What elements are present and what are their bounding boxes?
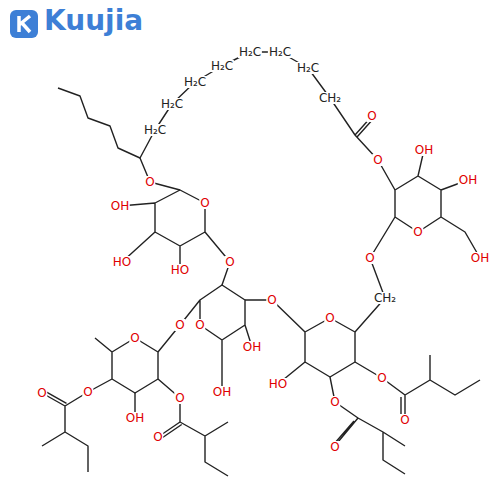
skeleton <box>42 52 480 476</box>
atom-label: O <box>412 226 423 238</box>
atom-label: H₂C <box>210 60 234 72</box>
atom-label: O <box>266 294 277 306</box>
atom-label: H₂C <box>160 98 184 110</box>
atom-label: OH <box>242 341 262 353</box>
atom-label: O <box>366 110 377 122</box>
atom-label: O <box>36 387 47 399</box>
atom-label: O <box>129 332 140 344</box>
atom-label: H₂C <box>296 62 320 74</box>
atom-label: HO <box>170 264 190 276</box>
atom-label: O <box>364 252 375 264</box>
atom-label: O <box>144 176 155 188</box>
atom-label: O <box>329 396 340 408</box>
logo-icon <box>10 10 38 38</box>
logo-glyph <box>19 16 30 32</box>
atom-label: H₂C <box>183 76 207 88</box>
atom-label: O <box>376 372 387 384</box>
atom-label: O <box>194 319 205 331</box>
atom-label: O <box>372 154 383 166</box>
atom-label: O <box>152 431 163 443</box>
atom-label: O <box>329 441 340 453</box>
atom-label: O <box>399 414 410 426</box>
atom-label: OH <box>414 144 434 156</box>
atom-label: O <box>82 386 93 398</box>
atom-label: H₂C <box>143 124 167 136</box>
atom-label: HO <box>268 378 288 390</box>
atom-label: O <box>174 319 185 331</box>
atom-label: O <box>224 256 235 268</box>
atom-label: H₂C <box>268 46 292 58</box>
atom-label: OH <box>212 386 232 398</box>
atom-label: CH₂ <box>373 292 397 304</box>
atom-label: OH <box>110 200 130 212</box>
atom-label: OH <box>470 252 490 264</box>
watermark-logo: Kuujia <box>44 7 143 35</box>
atom-label: CH₂ <box>318 92 342 104</box>
atom-label: H₂C <box>238 46 262 58</box>
atom-label: O <box>199 197 210 209</box>
atom-label: OH <box>125 412 145 424</box>
atom-label: HO <box>112 256 132 268</box>
atom-label: O <box>174 392 185 404</box>
atom-label: O <box>324 312 335 324</box>
atom-label: OH <box>458 174 478 186</box>
